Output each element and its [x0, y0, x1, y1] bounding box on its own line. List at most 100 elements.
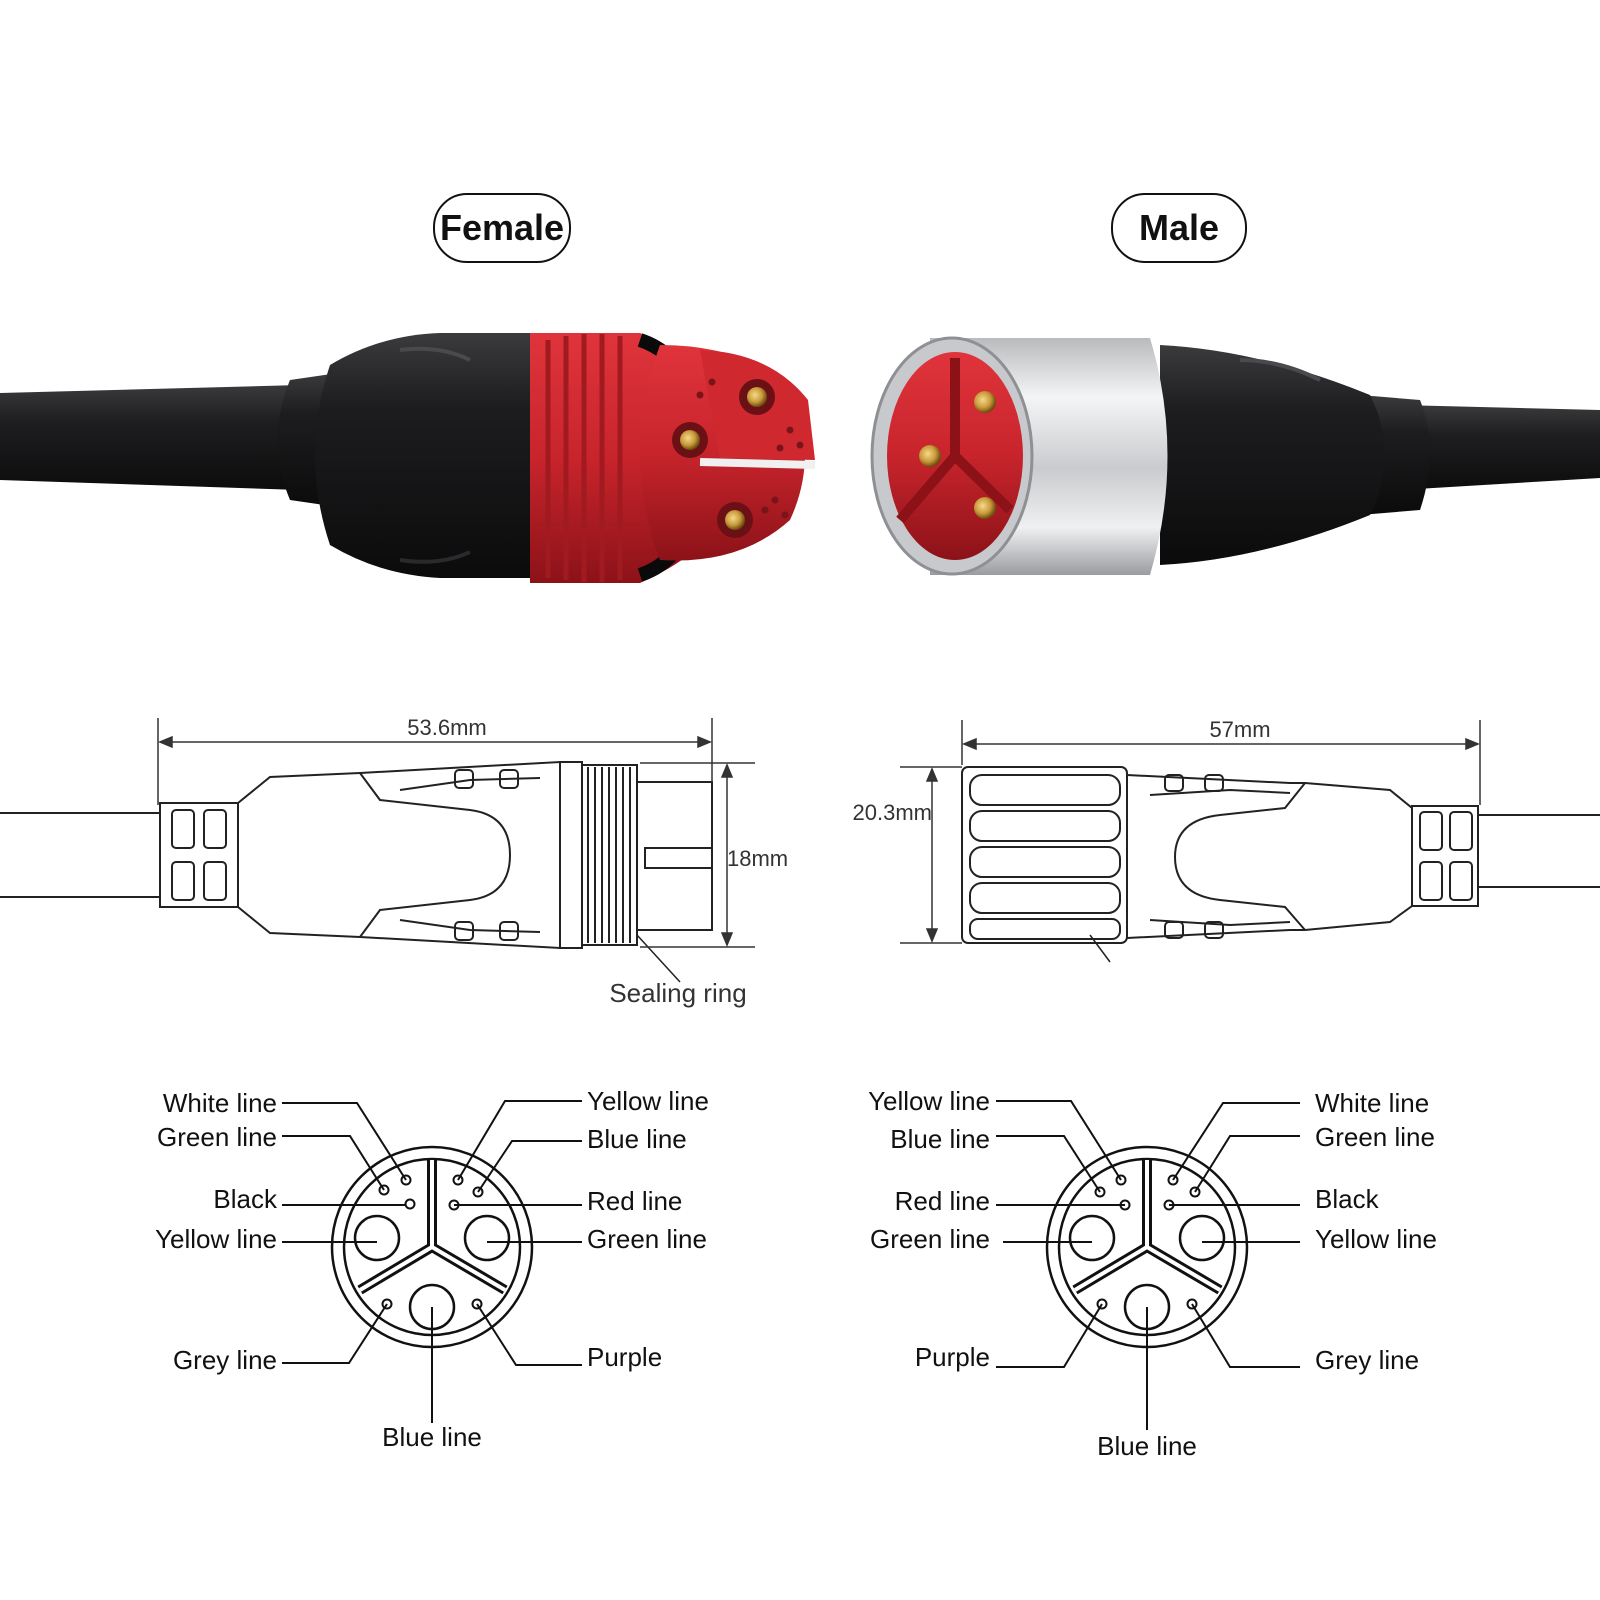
female-pin-green-left — [400, 1174, 412, 1186]
male-drawing-grip-3 — [1419, 861, 1443, 901]
female-bottom-label: Blue line — [382, 1422, 482, 1452]
female-drawing-front-insert — [636, 781, 713, 931]
female-drawing-notch-4 — [499, 921, 519, 941]
male-drawing-notch-4 — [1204, 921, 1224, 939]
female-pinout-divider-highlight — [358, 1160, 507, 1292]
female-pin-black — [404, 1198, 416, 1210]
female-drawing-notch-1 — [454, 769, 474, 789]
female-drawing-notch-3 — [454, 921, 474, 941]
female-pin-purple — [471, 1298, 483, 1310]
male-pin-1 — [974, 391, 996, 413]
female-drawing-body-contour — [359, 772, 512, 938]
female-drawing-grip-1 — [171, 809, 195, 849]
male-dimension-lines — [900, 720, 1481, 944]
female-drawing-grip-4 — [203, 861, 227, 901]
male-drawing-knurl-5 — [969, 918, 1121, 940]
female-cable — [0, 385, 300, 490]
female-body — [315, 333, 540, 578]
female-right-label-3: Red line — [587, 1186, 682, 1216]
male-length-label: 57mm — [1209, 717, 1270, 742]
female-thread-lines — [545, 334, 623, 582]
female-right-label-5: Purple — [587, 1342, 662, 1372]
male-right-label-2: Green line — [1315, 1122, 1435, 1152]
female-length-arrow-right — [697, 735, 712, 749]
sealing-ring-label: Sealing ring — [609, 978, 746, 1008]
female-drawing-grip-3 — [171, 861, 195, 901]
female-socket-contact-1 — [747, 387, 767, 407]
female-dimension-lines — [157, 718, 755, 948]
male-pin-yellow-left — [1115, 1174, 1127, 1186]
male-height-arrow-top — [925, 767, 939, 782]
male-drawing-knurled-sleeve — [961, 766, 1128, 944]
male-drawing-knurl-4 — [969, 882, 1121, 914]
female-left-label-4: Yellow line — [155, 1224, 277, 1254]
male-pin-white — [1167, 1174, 1179, 1186]
female-body-ridge — [399, 346, 471, 362]
female-large-pin-left — [353, 1214, 401, 1262]
male-right-label-1: White line — [1315, 1088, 1429, 1118]
female-height-arrow-top — [720, 763, 734, 778]
female-drawing-grip-2 — [203, 809, 227, 849]
female-small-pinholes — [696, 378, 804, 519]
female-drawing-notch-2 — [499, 769, 519, 789]
female-pinout-leaders — [282, 1100, 582, 1423]
male-dimension-drawing — [961, 766, 1600, 963]
female-right-label-2: Blue line — [587, 1124, 687, 1154]
female-pin-white — [378, 1184, 390, 1196]
male-body — [1160, 345, 1385, 565]
male-label-badge: Male — [1111, 193, 1247, 263]
male-drawing-body — [1126, 774, 1413, 939]
female-drawing-contour-bottom — [399, 919, 541, 933]
male-drawing-notch-1 — [1164, 774, 1184, 792]
male-left-label-2: Blue line — [890, 1124, 990, 1154]
male-pinout-leaders — [996, 1100, 1300, 1430]
male-bottom-label: Blue line — [1097, 1431, 1197, 1461]
female-length-arrow-left — [158, 735, 173, 749]
male-large-pin-left — [1068, 1214, 1116, 1262]
male-height-arrow-bottom — [925, 928, 939, 943]
female-left-label-1: White line — [163, 1088, 277, 1118]
female-label-badge: Female — [433, 193, 571, 263]
male-drawing-end-cap — [1411, 805, 1479, 907]
male-drawing-grip-4 — [1449, 861, 1473, 901]
male-drawing-knurl-3 — [969, 846, 1121, 878]
female-height-arrow-bottom — [720, 932, 734, 947]
female-length-label: 53.6mm — [407, 715, 486, 740]
male-connector-photo — [870, 336, 1600, 576]
male-pin-2 — [919, 445, 941, 467]
female-pin-blue-right — [472, 1186, 484, 1198]
male-diameter-label: 20.3mm — [853, 800, 932, 825]
male-large-pin-right — [1178, 1214, 1226, 1262]
male-length-arrow-left — [962, 737, 977, 751]
male-left-label-5: Purple — [915, 1342, 990, 1372]
female-pinout-labels: White line Green line Black Yellow line … — [155, 1086, 709, 1452]
female-drawing-collar — [559, 761, 583, 949]
male-label: Male — [1138, 207, 1220, 248]
male-right-label-4: Yellow line — [1315, 1224, 1437, 1254]
female-label: Female — [439, 207, 565, 248]
male-pin-blue-left — [1094, 1186, 1106, 1198]
male-right-label-5: Grey line — [1315, 1345, 1419, 1375]
female-left-label-2: Green line — [157, 1122, 277, 1152]
male-pinout-labels: Yellow line Blue line Red line Green lin… — [868, 1086, 1437, 1461]
male-drawing-notch-2 — [1204, 774, 1224, 792]
male-body-ridge — [1239, 358, 1321, 382]
female-face-slot — [699, 458, 816, 469]
female-left-label-5: Grey line — [173, 1345, 277, 1375]
male-drawing-notch-3 — [1164, 921, 1184, 939]
female-drawing-front-slot — [644, 847, 713, 869]
female-body-ridge-2 — [399, 550, 471, 564]
male-pin-grey — [1186, 1298, 1198, 1310]
male-drawing-body-contour — [1173, 782, 1306, 931]
male-drawing-knurl-1 — [969, 774, 1121, 806]
male-drawing-grip-1 — [1419, 811, 1443, 851]
female-drawing-contour-top — [399, 777, 541, 791]
female-diameter-label: 18mm — [727, 846, 788, 871]
female-pin-grey — [381, 1298, 393, 1310]
female-connector-photo — [0, 333, 816, 583]
male-insert-divider — [896, 358, 1014, 524]
female-socket-contact-2 — [680, 430, 700, 450]
female-right-label-4: Green line — [587, 1224, 707, 1254]
